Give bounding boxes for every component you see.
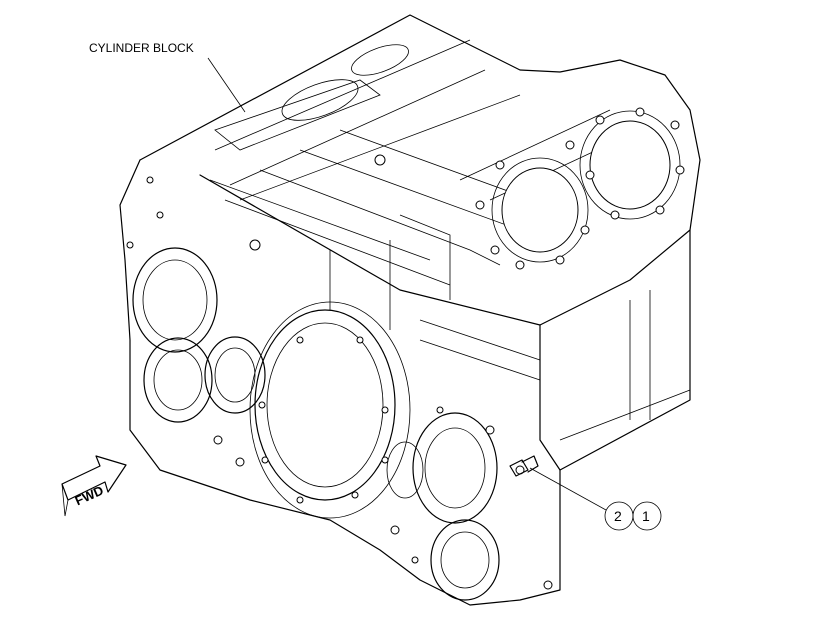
callout-2-number: 2: [614, 508, 622, 524]
callout-leader-line: [529, 467, 607, 511]
callout-2: 2: [604, 501, 634, 531]
callout-1-number: 1: [642, 508, 650, 524]
cylinder-block-leader-line: [207, 57, 246, 113]
forward-arrow-label: FWD: [73, 483, 106, 509]
callout-1: 1: [632, 501, 662, 531]
callouts: 2 1: [529, 467, 662, 531]
cylinder-block-label: CYLINDER BLOCK: [89, 41, 246, 113]
cylinder-block-drawing: [119, 14, 701, 606]
forward-arrow: FWD: [61, 455, 127, 517]
cylinder-block-label-text: CYLINDER BLOCK: [89, 41, 194, 55]
bolt-holes: [126, 107, 685, 590]
